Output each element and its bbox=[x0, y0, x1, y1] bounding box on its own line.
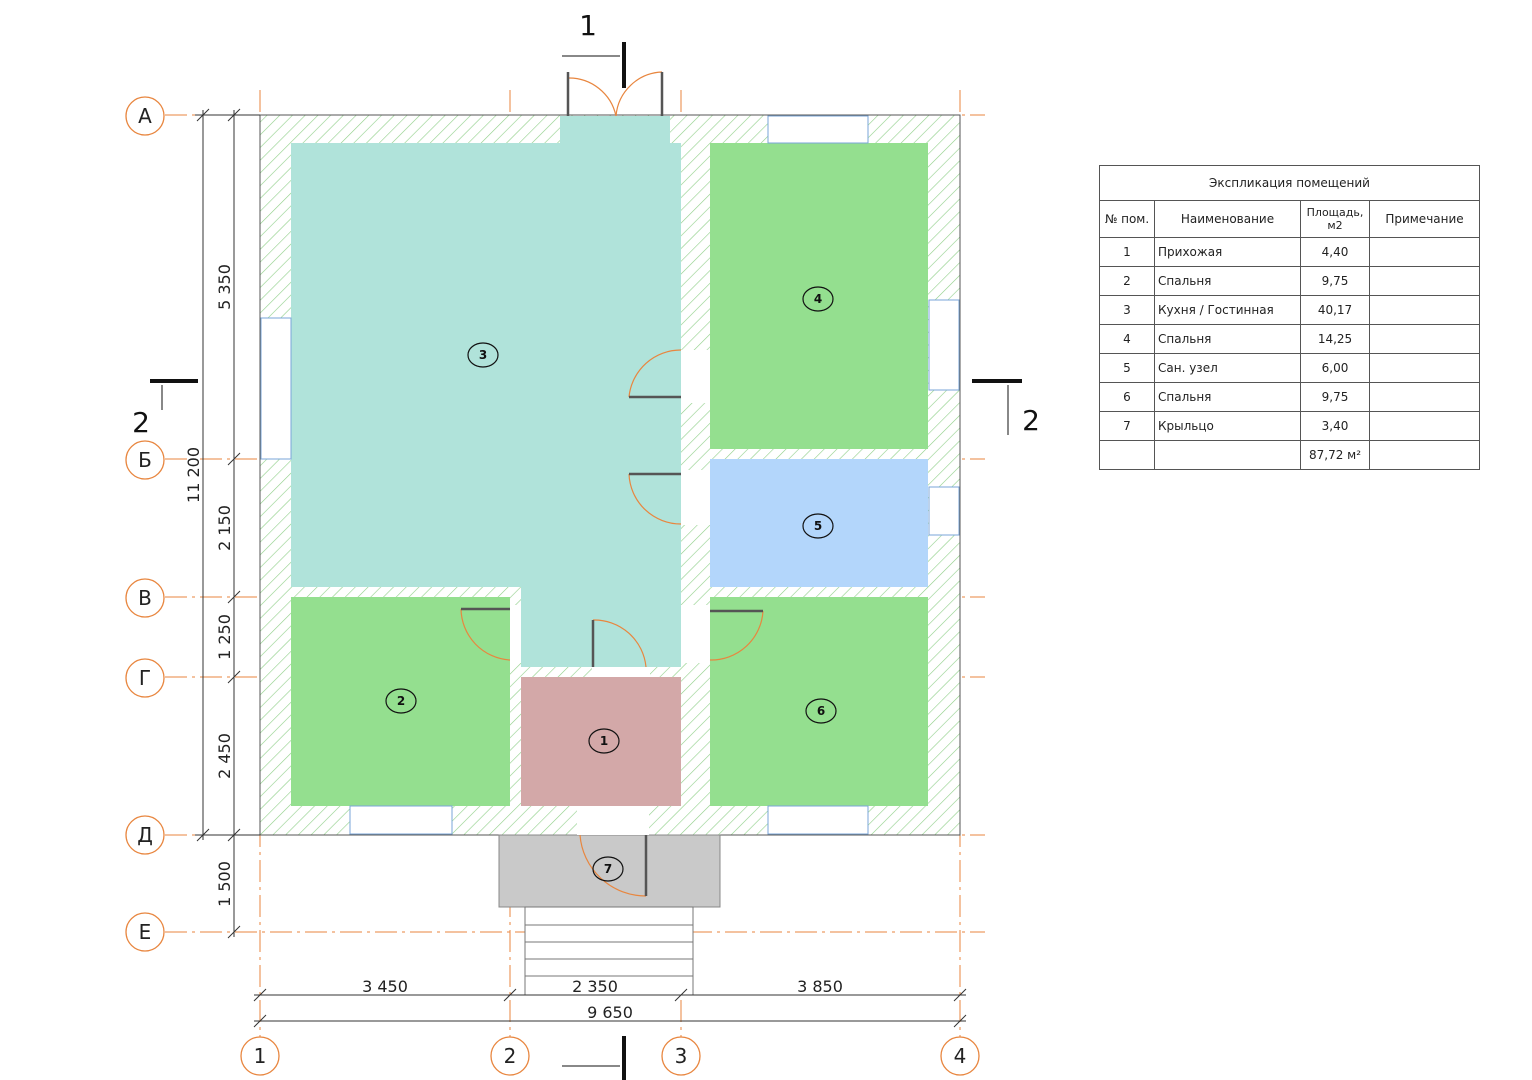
room-4-bedroom bbox=[710, 143, 928, 449]
svg-text:Д: Д bbox=[137, 823, 153, 847]
room-tag-1: 1 bbox=[588, 728, 620, 754]
vertical-dimensions: 5 350 2 150 1 250 2 450 1 500 11 200 bbox=[184, 108, 260, 939]
svg-text:3: 3 bbox=[479, 348, 487, 362]
horizontal-dimensions: 3 450 2 350 3 850 9 650 bbox=[253, 977, 967, 1028]
svg-text:3 450: 3 450 bbox=[362, 977, 408, 996]
room-schedule-table: Экспликация помещений № пом. Наименовани… bbox=[1099, 165, 1480, 470]
svg-text:4: 4 bbox=[814, 292, 822, 306]
axis-bubbles-letters: А Б В Г Д Е bbox=[125, 96, 165, 952]
room-5-bathroom bbox=[710, 459, 928, 587]
room-6-bedroom bbox=[710, 597, 928, 806]
svg-text:3 850: 3 850 bbox=[797, 977, 843, 996]
room-tag-6: 6 bbox=[805, 698, 837, 724]
svg-text:2: 2 bbox=[132, 406, 150, 439]
doors bbox=[460, 71, 764, 897]
svg-text:2: 2 bbox=[397, 694, 405, 708]
header-number: № пом. bbox=[1099, 200, 1155, 238]
header-name: Наименование bbox=[1154, 200, 1301, 238]
svg-text:Б: Б bbox=[138, 448, 152, 472]
svg-text:1: 1 bbox=[254, 1044, 267, 1068]
room-tag-4: 4 bbox=[802, 286, 834, 312]
svg-text:2 450: 2 450 bbox=[215, 733, 234, 779]
svg-text:Г: Г bbox=[139, 666, 151, 690]
room-3-living-kitchen bbox=[291, 116, 681, 667]
section-marks: 1 2 2 bbox=[132, 9, 1040, 1080]
svg-text:В: В bbox=[138, 586, 152, 610]
door-openings bbox=[510, 350, 710, 835]
header-note: Примечание bbox=[1369, 200, 1480, 238]
room-1-hallway bbox=[521, 677, 681, 806]
svg-text:4: 4 bbox=[954, 1044, 967, 1068]
table-title: Экспликация помещений bbox=[1099, 165, 1480, 201]
room-tag-7: 7 bbox=[592, 856, 624, 882]
svg-text:5 350: 5 350 bbox=[215, 264, 234, 310]
svg-text:1 250: 1 250 bbox=[215, 614, 234, 660]
svg-text:А: А bbox=[138, 104, 152, 128]
svg-text:5: 5 bbox=[814, 519, 822, 533]
svg-text:1: 1 bbox=[600, 734, 608, 748]
svg-text:3: 3 bbox=[675, 1044, 688, 1068]
svg-text:1 500: 1 500 bbox=[215, 861, 234, 907]
svg-text:11 200: 11 200 bbox=[184, 447, 203, 503]
svg-text:2 150: 2 150 bbox=[215, 505, 234, 551]
table-total-row: 87,72 м² bbox=[1099, 440, 1480, 470]
total-area: 87,72 м² bbox=[1300, 440, 1370, 470]
room-tag-5: 5 bbox=[802, 513, 834, 539]
room-tag-2: 2 bbox=[385, 688, 417, 714]
svg-text:6: 6 bbox=[817, 704, 825, 718]
svg-text:1: 1 bbox=[579, 9, 597, 42]
room-tags: 1 2 3 4 5 6 7 bbox=[385, 286, 837, 882]
svg-text:2 350: 2 350 bbox=[572, 977, 618, 996]
header-area: Площадь, м2 bbox=[1300, 200, 1370, 238]
svg-text:2: 2 bbox=[504, 1044, 517, 1068]
windows bbox=[260, 115, 960, 835]
svg-text:2: 2 bbox=[1022, 404, 1040, 437]
svg-text:9 650: 9 650 bbox=[587, 1003, 633, 1022]
porch-stairs bbox=[524, 906, 694, 996]
axis-bubbles-numbers: 1 2 3 4 bbox=[240, 1036, 980, 1076]
room-tag-3: 3 bbox=[467, 342, 499, 368]
svg-text:Е: Е bbox=[139, 920, 152, 944]
svg-text:7: 7 bbox=[604, 862, 612, 876]
room-2-bedroom bbox=[291, 597, 510, 806]
